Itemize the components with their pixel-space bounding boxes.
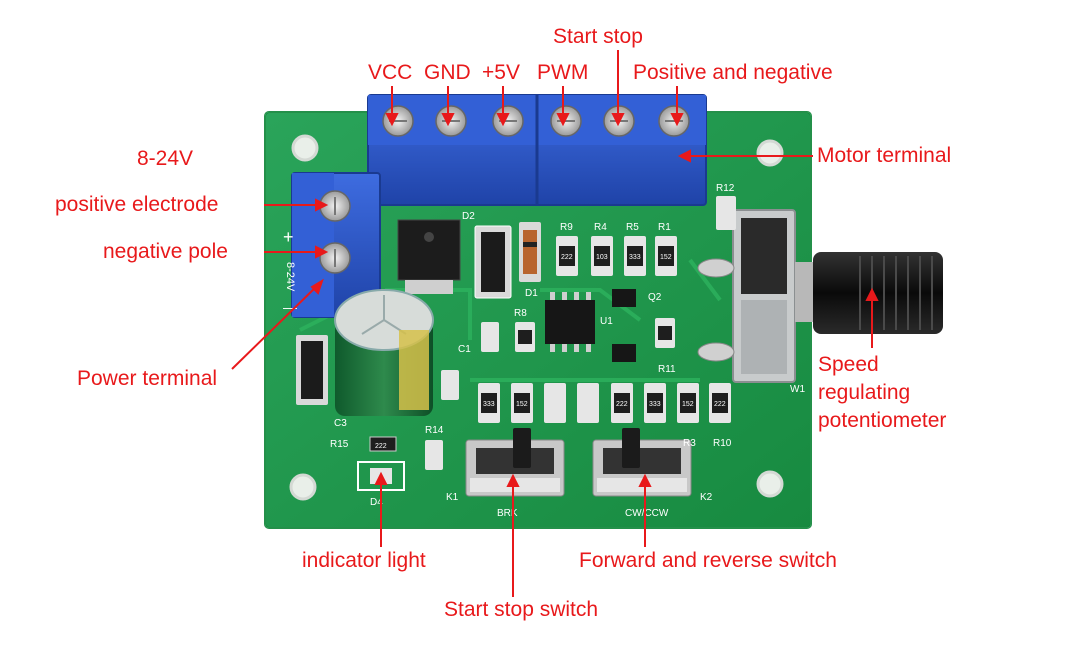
label-indicator-light: indicator light bbox=[302, 549, 426, 572]
label-positive-electrode: positive electrode bbox=[55, 193, 219, 216]
diode-d1 bbox=[519, 222, 541, 282]
svg-text:K2: K2 bbox=[700, 492, 713, 503]
svg-text:152: 152 bbox=[516, 401, 528, 408]
svg-text:R8: R8 bbox=[514, 308, 527, 319]
svg-text:R3: R3 bbox=[683, 438, 696, 449]
svg-text:K1: K1 bbox=[446, 492, 459, 503]
resistors-top-row: 222 103 333 152 bbox=[556, 236, 677, 276]
label-negative-pole: negative pole bbox=[103, 240, 228, 263]
label-start-stop: Start stop bbox=[553, 25, 643, 48]
svg-text:D1: D1 bbox=[525, 288, 538, 299]
svg-text:152: 152 bbox=[660, 254, 672, 261]
silkscreen-labels: R12 D2 R9 R4 R5 R1 D1 Q2 R8 U1 C1 R11 C3… bbox=[330, 183, 805, 519]
svg-text:222: 222 bbox=[714, 401, 726, 408]
plus-mark: + bbox=[283, 227, 294, 247]
svg-text:Q2: Q2 bbox=[648, 292, 662, 303]
diode-d2 bbox=[474, 225, 512, 299]
minus-mark: — bbox=[283, 299, 297, 315]
label-voltage-range: 8-24V bbox=[137, 147, 194, 170]
label-start-stop-switch: Start stop switch bbox=[444, 598, 599, 621]
ic-u1 bbox=[545, 292, 595, 352]
label-gnd: GND bbox=[424, 61, 471, 84]
resistors-bottom-row: 333 152 222 333 152 222 bbox=[478, 383, 731, 423]
resistor-r14 bbox=[425, 440, 443, 470]
label-speed-line1: Speed bbox=[818, 353, 879, 376]
direction-switch-body bbox=[592, 428, 692, 497]
small-components bbox=[296, 318, 675, 405]
svg-text:W1: W1 bbox=[790, 384, 805, 395]
svg-text:R12: R12 bbox=[716, 183, 735, 194]
transistors bbox=[612, 289, 636, 362]
svg-text:C1: C1 bbox=[458, 344, 471, 355]
label-plus5v: +5V bbox=[482, 61, 520, 84]
label-vcc: VCC bbox=[368, 61, 413, 84]
svg-text:D2: D2 bbox=[462, 211, 475, 222]
svg-text:R15: R15 bbox=[330, 439, 349, 450]
svg-text:CW/CCW: CW/CCW bbox=[625, 508, 669, 519]
power-terminal-block bbox=[291, 172, 381, 318]
svg-text:333: 333 bbox=[483, 401, 495, 408]
power-voltage-silk: 8-24V bbox=[284, 262, 296, 292]
svg-text:D4: D4 bbox=[370, 497, 383, 508]
label-speed-line2: regulating bbox=[818, 381, 911, 404]
label-power-terminal: Power terminal bbox=[77, 367, 218, 390]
svg-text:U1: U1 bbox=[600, 316, 613, 327]
svg-text:103: 103 bbox=[596, 254, 608, 261]
svg-text:R5: R5 bbox=[626, 222, 639, 233]
svg-text:C3: C3 bbox=[334, 418, 347, 429]
pcb-board bbox=[264, 111, 812, 529]
motor-terminal-block bbox=[367, 94, 707, 206]
potentiometer bbox=[697, 196, 943, 383]
svg-text:152: 152 bbox=[682, 401, 694, 408]
mounting-holes bbox=[289, 134, 784, 501]
resistor-r15: 222 bbox=[369, 436, 397, 452]
svg-text:222: 222 bbox=[561, 254, 573, 261]
svg-text:333: 333 bbox=[629, 254, 641, 261]
svg-text:R10: R10 bbox=[713, 438, 732, 449]
callout-lines bbox=[231, 50, 879, 597]
label-motor-terminal: Motor terminal bbox=[817, 144, 952, 167]
electrolytic-capacitor bbox=[334, 289, 434, 416]
label-positive-and-negative: Positive and negative bbox=[633, 61, 833, 84]
svg-text:R14: R14 bbox=[425, 425, 444, 436]
svg-text:333: 333 bbox=[649, 401, 661, 408]
svg-text:R11: R11 bbox=[658, 364, 676, 375]
svg-text:R9: R9 bbox=[560, 222, 573, 233]
svg-text:R1: R1 bbox=[658, 222, 671, 233]
start-stop-switch-body bbox=[465, 428, 565, 497]
label-pwm: PWM bbox=[537, 61, 589, 84]
svg-text:R4: R4 bbox=[594, 222, 607, 233]
svg-text:BRK: BRK bbox=[497, 508, 518, 519]
label-speed-line3: potentiometer bbox=[818, 409, 947, 432]
voltage-regulator bbox=[397, 219, 461, 294]
svg-text:222: 222 bbox=[616, 401, 628, 408]
label-forward-reverse-switch: Forward and reverse switch bbox=[579, 549, 837, 572]
svg-text:222: 222 bbox=[375, 443, 387, 450]
